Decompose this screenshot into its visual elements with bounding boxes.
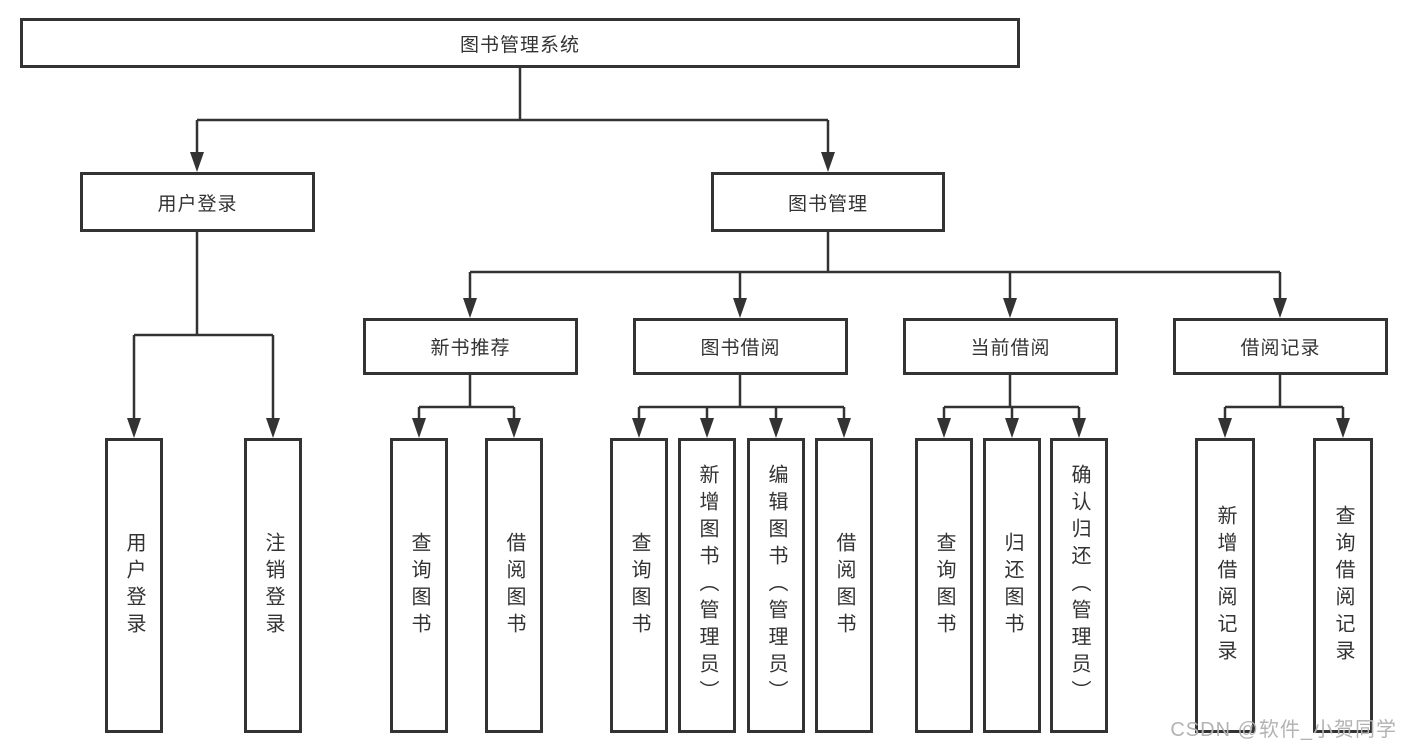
leaf-borrow-books-recommend: 借阅图书	[485, 438, 543, 733]
node-user-login-branch: 用户登录	[80, 172, 315, 232]
leaf-query-books-current: 查询图书	[915, 438, 973, 733]
leaf-return-books: 归还图书	[983, 438, 1041, 733]
leaf-add-book-admin: 新增图书（管理员）	[678, 438, 736, 733]
leaf-query-borrow-record: 查询借阅记录	[1313, 438, 1373, 733]
node-book-management: 图书管理	[711, 172, 945, 232]
leaf-confirm-return-admin: 确认归还（管理员）	[1050, 438, 1108, 733]
node-root: 图书管理系统	[20, 18, 1020, 68]
node-new-book-recommend: 新书推荐	[363, 318, 578, 375]
node-borrowing-records: 借阅记录	[1173, 318, 1388, 375]
watermark: CSDN @软件_小贺同学	[1170, 719, 1397, 741]
leaf-borrow-books-borrowing: 借阅图书	[815, 438, 873, 733]
leaf-query-books-borrowing: 查询图书	[610, 438, 668, 733]
node-book-borrowing: 图书借阅	[633, 318, 848, 375]
leaf-user-login: 用户登录	[105, 438, 163, 733]
leaf-logout: 注销登录	[244, 438, 302, 733]
node-current-borrowing: 当前借阅	[903, 318, 1118, 375]
leaf-query-books-recommend: 查询图书	[390, 438, 448, 733]
leaf-edit-book-admin: 编辑图书（管理员）	[747, 438, 805, 733]
leaf-add-borrow-record: 新增借阅记录	[1195, 438, 1255, 733]
